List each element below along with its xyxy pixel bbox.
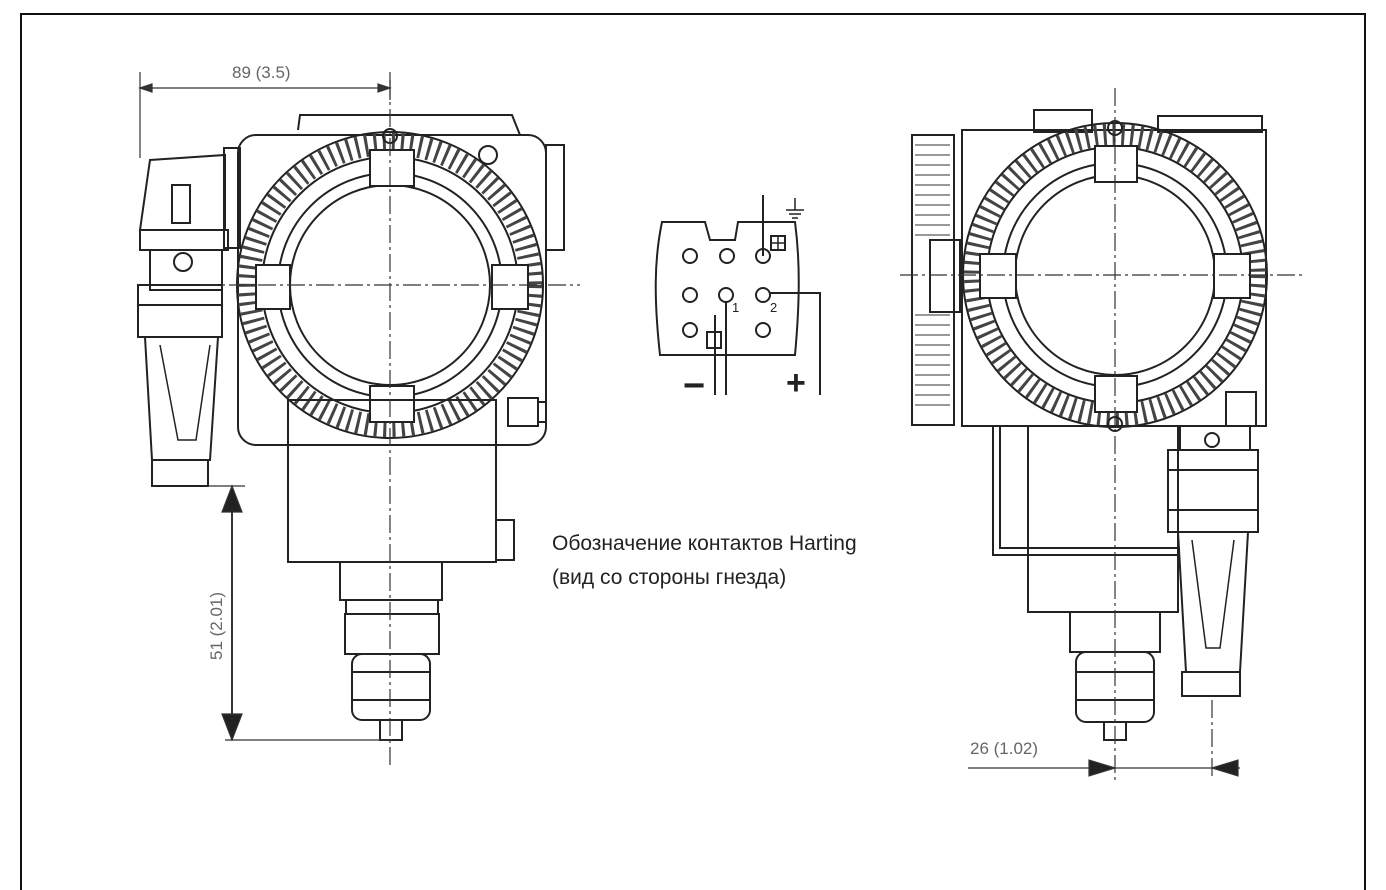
caption-line-1: Обозначение контактов Harting	[552, 532, 857, 555]
dim-top-width-label: 89 (3.5)	[232, 63, 291, 82]
drawing-frame	[20, 13, 1366, 890]
caption-line-2: (вид со стороны гнезда)	[552, 566, 787, 589]
dimension-right-offset	[968, 759, 1240, 777]
pin-icon	[682, 322, 698, 338]
pin-icon	[682, 248, 698, 264]
pin-icon	[718, 287, 734, 303]
dimension-top-width	[138, 72, 392, 158]
left-transmitter-view	[137, 80, 580, 765]
minus-label: −	[683, 365, 705, 407]
harting-pinout	[654, 195, 821, 395]
pin-1-label: 1	[732, 300, 739, 315]
pin-2-label: 2	[770, 300, 777, 315]
plus-label: +	[786, 364, 806, 402]
dimension-left-height	[208, 484, 392, 742]
right-transmitter-view	[900, 88, 1305, 780]
dim-right-offset-label: 26 (1.02)	[970, 739, 1038, 758]
pin-icon	[719, 248, 735, 264]
pin-icon	[755, 322, 771, 338]
pin-icon	[682, 287, 698, 303]
dim-left-height-label: 51 (2.01)	[207, 592, 226, 660]
pin-icon	[755, 287, 771, 303]
